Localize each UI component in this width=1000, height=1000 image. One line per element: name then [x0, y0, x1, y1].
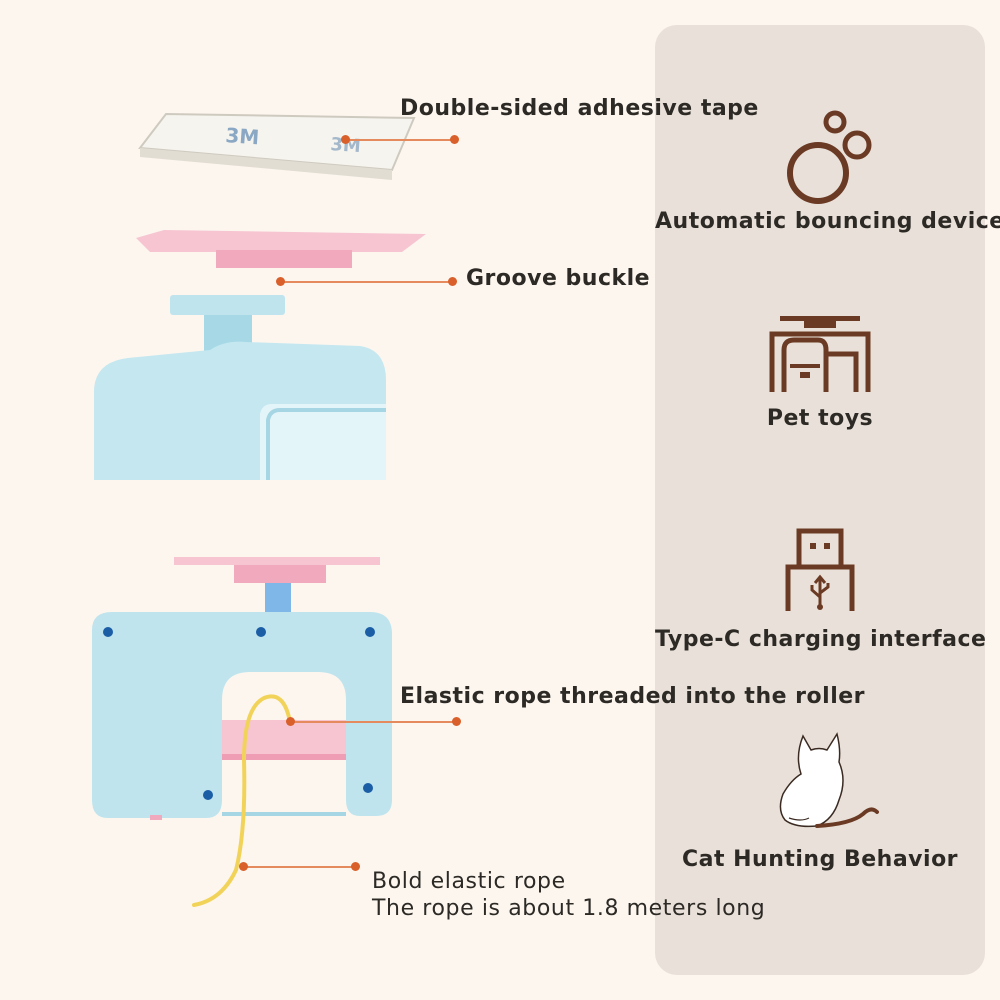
roller-illustration — [222, 720, 346, 760]
groove-leader-dot — [276, 277, 285, 286]
callout-rope-length: The rope is about 1.8 meters long — [372, 896, 766, 921]
roller-leader-dot — [286, 717, 295, 726]
roller-leader-line — [290, 721, 456, 723]
bottom-plate-illustration — [174, 557, 380, 615]
roller-leader-end — [452, 717, 461, 726]
groove-leader-end — [448, 277, 457, 286]
callout-groove-buckle: Groove buckle — [466, 266, 651, 291]
callout-elastic-roller: Elastic rope threaded into the roller — [400, 684, 865, 709]
device-bottom-illustration — [92, 612, 392, 820]
feature-label: Cat Hunting Behavior — [681, 847, 959, 872]
tape-leader-line — [346, 139, 454, 141]
adhesive-tape-illustration: 3M 3M — [138, 112, 416, 180]
cat-silhouette-icon — [779, 732, 879, 828]
feature-label: Type-C charging interface — [655, 627, 987, 652]
tape-leader-dot — [341, 135, 350, 144]
feature-label: Automatic bouncing device — [655, 209, 1000, 234]
feature-pet-toys: Pet toys — [655, 310, 985, 431]
tape-logo-print: 3M — [225, 123, 260, 149]
cat-table-icon — [769, 316, 871, 392]
groove-plate-illustration — [136, 230, 426, 268]
rope-leader-dot — [239, 862, 248, 871]
rope-leader-line — [243, 866, 355, 868]
usb-icon — [785, 528, 855, 611]
tape-leader-end — [450, 135, 459, 144]
feature-type-c: Type-C charging interface — [655, 527, 987, 652]
groove-leader-line — [280, 281, 450, 283]
feature-automatic-bouncing: Automatic bouncing device — [655, 105, 1000, 234]
bubbles-icon — [787, 110, 872, 204]
device-top-illustration — [94, 295, 386, 480]
callout-bold-rope: Bold elastic rope — [372, 869, 566, 894]
feature-cat-hunting: Cat Hunting Behavior — [655, 728, 985, 872]
feature-label: Pet toys — [766, 406, 874, 431]
elastic-rope-illustration — [192, 694, 292, 907]
product-exploded-view: 3M 3M — [92, 112, 426, 907]
callout-adhesive-tape: Double-sided adhesive tape — [400, 96, 759, 121]
rope-leader-end — [351, 862, 360, 871]
